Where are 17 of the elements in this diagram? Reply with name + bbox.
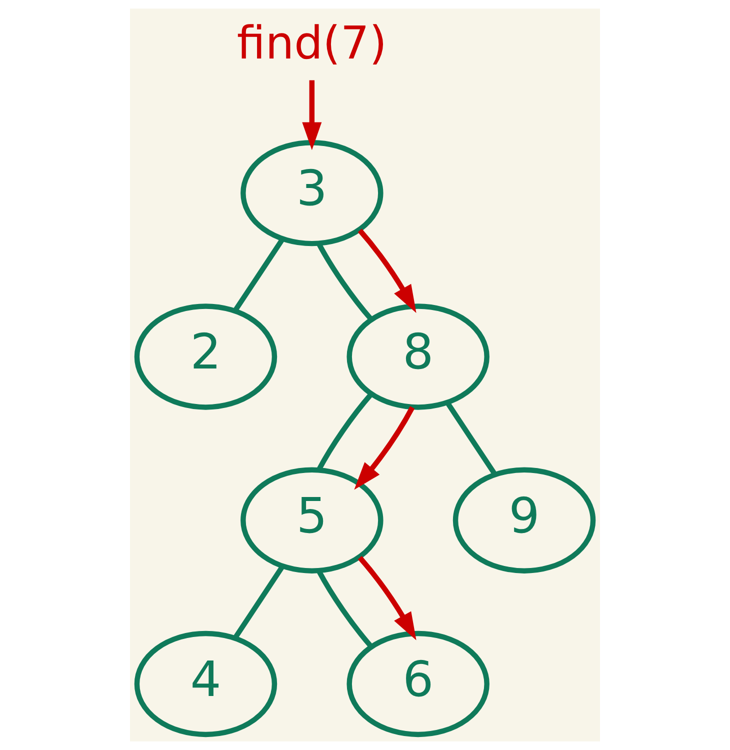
- arrow: [354, 406, 415, 490]
- node-ellipse: 3: [240, 140, 384, 246]
- arrow: [358, 228, 416, 314]
- node-text: find(7): [236, 16, 387, 70]
- connector: [446, 402, 498, 476]
- connector: [232, 565, 284, 640]
- arrow: [302, 80, 322, 150]
- connector: [232, 238, 284, 312]
- arrow: [358, 556, 416, 640]
- node-ellipse: 6: [346, 630, 490, 738]
- node-ellipse: 4: [134, 630, 278, 738]
- node-ellipse: 8: [346, 304, 490, 410]
- connector: [316, 242, 374, 322]
- node-ellipse: 2: [134, 304, 278, 410]
- node-ellipse: 5: [240, 467, 384, 574]
- connector: [316, 570, 374, 649]
- node-ellipse: 9: [452, 467, 596, 574]
